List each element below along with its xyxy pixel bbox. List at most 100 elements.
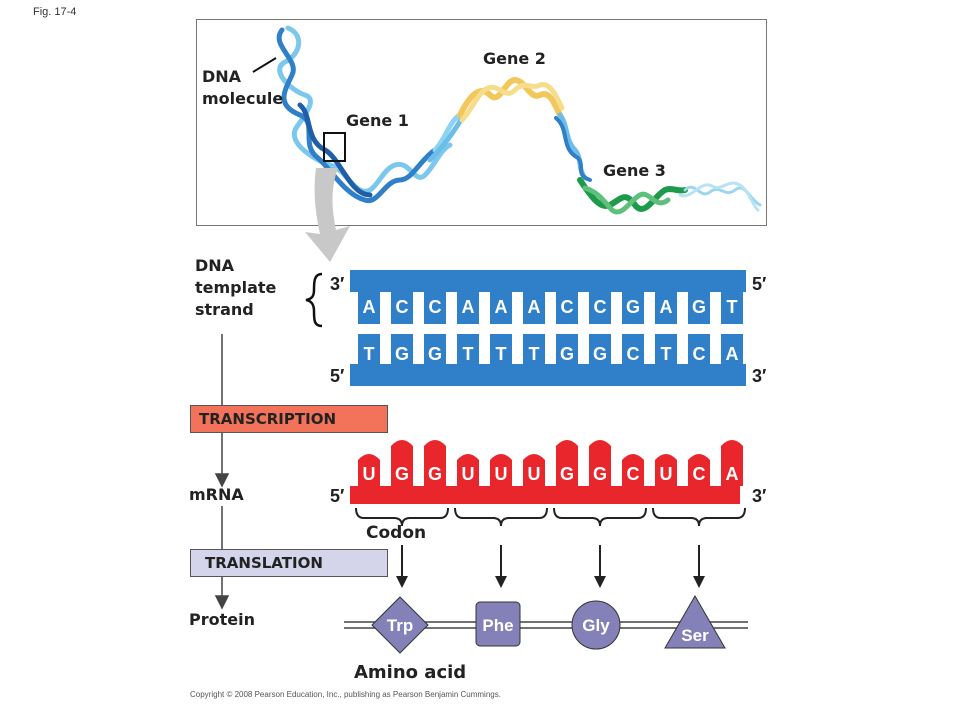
mrna-base-letter: C <box>627 464 640 484</box>
dna-bottom-base <box>490 334 512 364</box>
dna-top-base <box>490 292 512 324</box>
codon-brace <box>454 507 548 527</box>
amino-acid-shape <box>371 596 429 654</box>
dna-top-base <box>589 292 611 324</box>
dna-bottom-right-end: 3′ <box>752 366 766 386</box>
amino-acid-shape <box>664 594 726 649</box>
gene1-label: Gene 1 <box>346 111 409 130</box>
dna-top-base-letter: A <box>462 297 475 317</box>
dna-bottom-base-letter: A <box>726 344 739 364</box>
dna-top-base-letter: A <box>363 297 376 317</box>
amino-acid-name: Ser <box>681 626 709 645</box>
dna-bottom-base-letter: G <box>395 344 409 364</box>
dna-bottom-base <box>457 334 479 364</box>
dna-top-base <box>655 292 677 324</box>
mrna-base-letter: U <box>495 464 508 484</box>
dna-top-base <box>358 292 380 324</box>
dna-top-base <box>391 292 413 324</box>
dna-bottom-base <box>622 334 644 364</box>
dna-top-base-letter: A <box>528 297 541 317</box>
dna-label-line2: molecule <box>202 89 284 108</box>
dna-label-leader-line <box>252 57 277 73</box>
mrna-base <box>424 440 446 486</box>
dna-top-base-letter: G <box>692 297 706 317</box>
protein-label: Protein <box>189 610 255 629</box>
amino-acid-name: Trp <box>387 616 413 635</box>
mrna-base <box>457 454 479 486</box>
dna-bottom-base <box>688 334 710 364</box>
dna-top-left-end: 3′ <box>330 274 344 294</box>
dna-top-base <box>424 292 446 324</box>
codon-arrow-head <box>396 576 408 588</box>
mrna-left-end: 5′ <box>330 486 344 506</box>
codon-arrow-head <box>693 576 705 588</box>
dna-bottom-base-letter: T <box>661 344 672 364</box>
dna-molecule-label: DNA molecule <box>202 66 283 110</box>
figure-label: Fig. 17-4 <box>33 6 77 18</box>
dna-bottom-base-letter: T <box>463 344 474 364</box>
mrna-base-letter: G <box>428 464 442 484</box>
dna-bottom-base <box>523 334 545 364</box>
dna-molecule-panel <box>196 19 767 226</box>
dna-bottom-base <box>358 334 380 364</box>
codon-brace <box>652 507 746 527</box>
transcription-box: TRANSCRIPTION <box>190 405 388 433</box>
dna-top-base <box>721 292 743 324</box>
dna-top-right-end: 5′ <box>752 274 766 294</box>
dna-top-base-letter: A <box>495 297 508 317</box>
dna-top-base <box>556 292 578 324</box>
dna-bottom-base-letter: G <box>593 344 607 364</box>
mrna-base <box>556 440 578 486</box>
dna-top-base-letter: C <box>561 297 574 317</box>
dna-bottom-base <box>556 334 578 364</box>
amino-acid-name: Phe <box>482 616 513 635</box>
mrna-base <box>655 454 677 486</box>
mrna-base-letter: U <box>462 464 475 484</box>
template-label-line1: DNA <box>195 256 235 275</box>
mrna-base <box>622 454 644 486</box>
mrna-base-letter: U <box>660 464 673 484</box>
dna-bottom-base-letter: C <box>627 344 640 364</box>
dna-zoom-square <box>323 132 346 162</box>
mrna-base <box>391 440 413 486</box>
dna-bottom-left-end: 5′ <box>330 366 344 386</box>
dna-bottom-base <box>589 334 611 364</box>
dna-top-base <box>523 292 545 324</box>
mrna-base-letter: G <box>395 464 409 484</box>
mrna-base-letter: U <box>528 464 541 484</box>
dna-top-base-letter: C <box>396 297 409 317</box>
mrna-base-letter: C <box>693 464 706 484</box>
dna-top-base <box>457 292 479 324</box>
flow-arrows <box>214 334 230 610</box>
mrna-base <box>358 454 380 486</box>
dna-helix <box>276 25 762 215</box>
codon-to-amino-arrows <box>396 545 705 588</box>
mrna-base-letter: A <box>726 464 739 484</box>
dna-bottom-base <box>424 334 446 364</box>
dna-top-base-letter: C <box>429 297 442 317</box>
amino-acid-label: Amino acid <box>354 662 467 683</box>
codon-brace <box>553 507 647 527</box>
template-label-line2: template <box>195 278 277 297</box>
dna-top-base-letter: C <box>594 297 607 317</box>
codon-arrow-head <box>594 576 606 588</box>
zoom-arrow <box>305 168 350 262</box>
mrna-base <box>721 440 743 486</box>
mrna-base <box>490 454 512 486</box>
dna-top-base <box>622 292 644 324</box>
mrna-base <box>523 454 545 486</box>
mrna-base-letter: G <box>560 464 574 484</box>
dna-top-base-letter: A <box>660 297 673 317</box>
dna-top-base-letter: G <box>626 297 640 317</box>
template-strand-brace <box>305 272 323 328</box>
dna-top-base <box>688 292 710 324</box>
mrna-base <box>589 440 611 486</box>
dna-bottom-base <box>721 334 743 364</box>
amino-acid-shape <box>571 600 621 650</box>
mrna-base-letter: G <box>593 464 607 484</box>
amino-acid-name: Gly <box>582 616 610 635</box>
dna-label-line1: DNA <box>202 67 242 86</box>
dna-bottom-base <box>391 334 413 364</box>
